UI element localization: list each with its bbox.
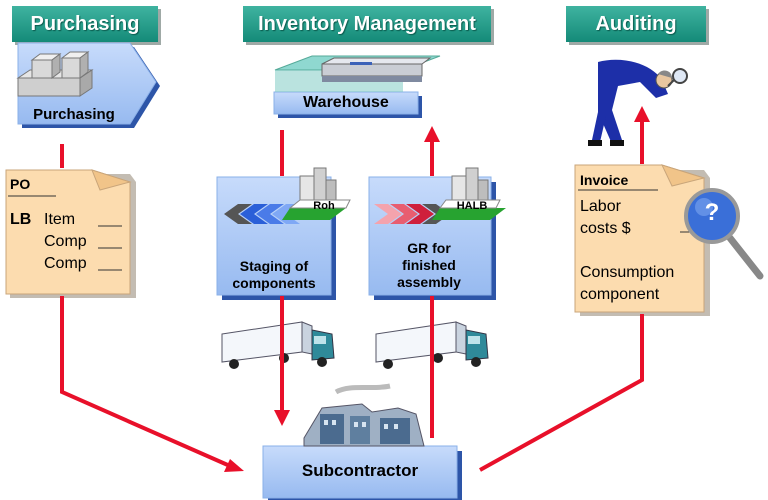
po-document (5, 169, 136, 298)
warehouse-label: Warehouse (303, 94, 389, 111)
invoice-document (574, 164, 710, 316)
subcontractor-label: Subcontractor (301, 461, 419, 480)
purchasing-box (16, 42, 160, 128)
staging-label: Staging of components (232, 258, 316, 291)
factory-icon (303, 383, 425, 447)
po-item-2: Comp (44, 255, 87, 272)
warehouse-box (273, 55, 441, 118)
header-auditing: Auditing (566, 6, 706, 42)
magnifier-symbol: ? (704, 199, 720, 226)
subcontractor-box (262, 445, 462, 500)
staging-tag: Roh (313, 200, 335, 212)
purchasing-box-label: Purchasing (33, 106, 115, 123)
invoice-line-2: costs $ (580, 220, 631, 237)
invoice-title: Invoice (580, 172, 629, 188)
magnifier-icon (684, 188, 764, 280)
auditor-figure-icon (588, 59, 688, 146)
po-title: PO (10, 176, 31, 192)
po-lb-label: LB (10, 211, 32, 228)
invoice-line-3: Consumption (580, 264, 675, 281)
truck-right-icon (375, 321, 489, 369)
po-item-1: Comp (44, 233, 87, 250)
gr-box (368, 167, 506, 300)
po-item-0: Item (44, 211, 76, 228)
building-blocks-icon (16, 51, 94, 97)
warehouse-building-icon (274, 55, 441, 92)
invoice-line-4: component (580, 286, 660, 303)
gr-tag: HALB (456, 200, 488, 212)
flow-arrows (60, 106, 650, 472)
header-purchasing: Purchasing (12, 6, 158, 42)
truck-left-icon (221, 321, 335, 369)
staging-box (216, 167, 351, 300)
arrow-subcontractor-to-invoice (479, 314, 644, 472)
header-inventory-management: Inventory Management (243, 6, 491, 42)
invoice-line-1: Labor (580, 198, 621, 215)
arrow-po-to-subcontractor (60, 296, 231, 468)
gr-label: GR for finished assembly (397, 240, 461, 290)
